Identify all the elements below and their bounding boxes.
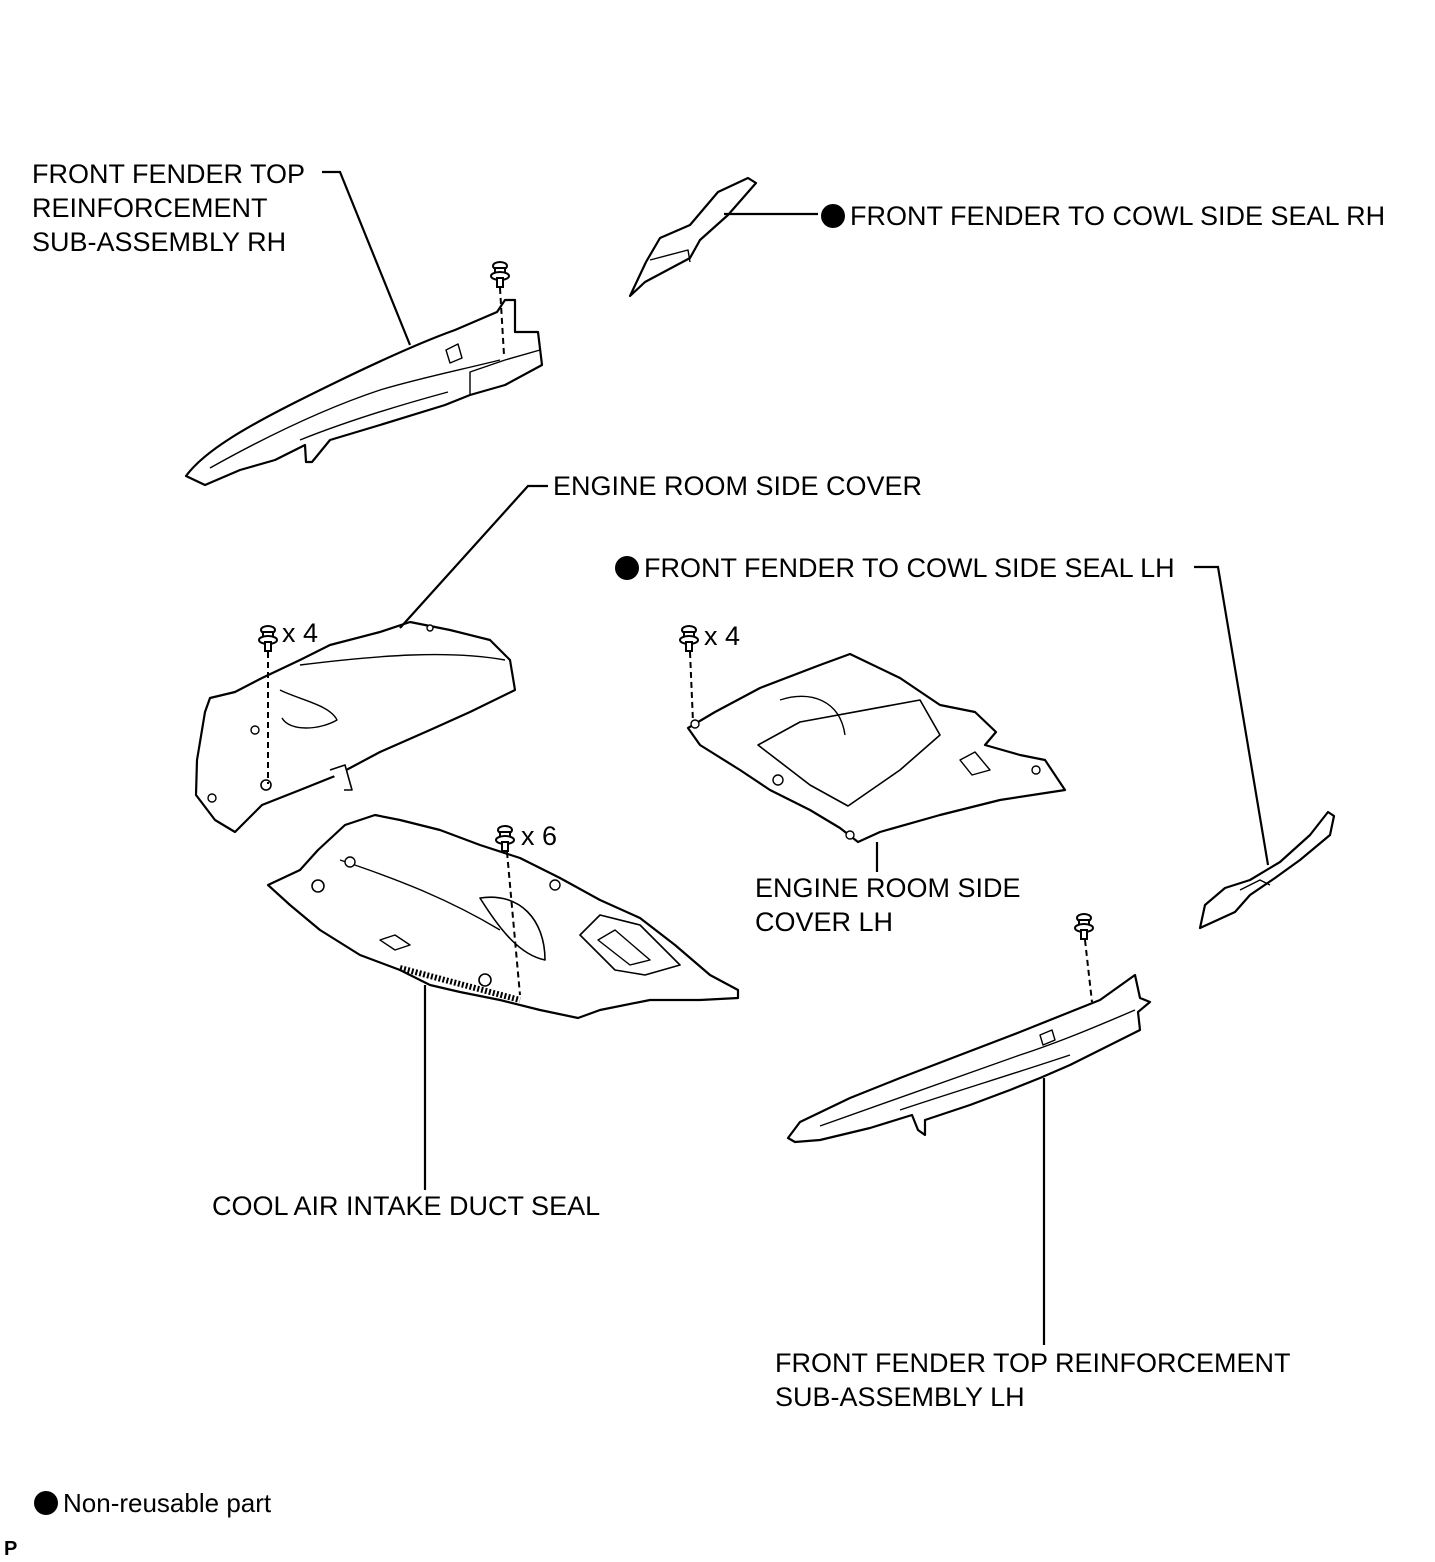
fender-top-reinforcement-lh-part xyxy=(786,973,1152,1144)
engine-room-side-cover-lh-part xyxy=(686,652,1067,844)
quantity-clip-duct-seal: x 6 xyxy=(521,821,558,851)
legend-non-reusable-text: Non-reusable part xyxy=(63,1488,272,1518)
label-cowl-side-seal-lh-text: FRONT FENDER TO COWL SIDE SEAL LH xyxy=(644,553,1175,583)
label-fender-top-reinforcement-lh: FRONT FENDER TOP REINFORCEMENT SUB-ASSEM… xyxy=(775,1348,1291,1412)
label-cowl-side-seal-lh: FRONT FENDER TO COWL SIDE SEAL LH xyxy=(615,551,1175,585)
non-reusable-dot-icon xyxy=(821,204,845,228)
label-cowl-side-seal-rh-text: FRONT FENDER TO COWL SIDE SEAL RH xyxy=(850,201,1386,231)
non-reusable-dot-icon xyxy=(615,556,639,580)
cool-air-intake-duct-seal-part xyxy=(266,813,740,1020)
legend-non-reusable: Non-reusable part xyxy=(34,1488,271,1518)
quantity-clip-cover-lh: x 4 xyxy=(704,621,741,651)
label-cool-air-intake-duct-seal: COOL AIR INTAKE DUCT SEAL xyxy=(212,1191,601,1221)
label-cowl-side-seal-rh: FRONT FENDER TO COWL SIDE SEAL RH xyxy=(821,199,1385,233)
quantity-clip-cover: x 4 xyxy=(282,618,319,648)
label-fender-top-reinforcement-rh: FRONT FENDER TOP REINFORCEMENT SUB-ASSEM… xyxy=(32,159,306,257)
label-engine-room-side-cover-lh: ENGINE ROOM SIDE COVER LH xyxy=(755,873,1021,937)
engine-room-side-cover-part xyxy=(194,620,517,834)
cowl-side-seal-rh-part xyxy=(628,176,758,298)
label-engine-room-side-cover: ENGINE ROOM SIDE COVER xyxy=(553,471,923,501)
corner-mark: P xyxy=(4,1538,18,1560)
cowl-side-seal-lh-part xyxy=(1198,810,1336,930)
non-reusable-dot-icon xyxy=(34,1491,58,1515)
leader-lines xyxy=(322,170,1270,1345)
fender-top-reinforcement-rh-part xyxy=(184,298,544,487)
